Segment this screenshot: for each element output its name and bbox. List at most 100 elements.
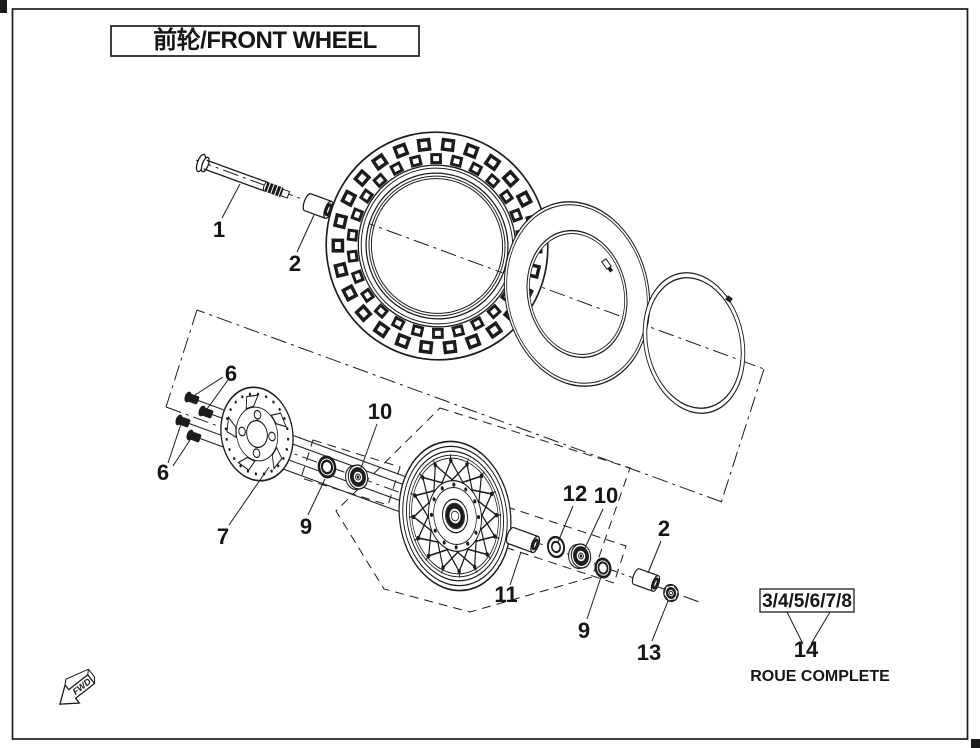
- valve-cap: [607, 266, 614, 273]
- hub-sleeve: [505, 526, 541, 554]
- tire-knob: [331, 238, 345, 253]
- disc-drill-hole: [225, 437, 228, 441]
- disc-inner-ring: [235, 406, 279, 462]
- fwd-arrow: [59, 673, 96, 705]
- tire-knob: [350, 269, 365, 285]
- callout-9-inner: 9: [300, 514, 312, 539]
- brake-disc: [220, 386, 294, 482]
- tire-knob: [408, 154, 423, 168]
- tire-knob: [346, 249, 359, 263]
- valve-stem: [601, 258, 612, 270]
- tire-knob: [430, 153, 443, 165]
- bolt: [198, 405, 214, 419]
- leader-line: [583, 508, 604, 551]
- disc-cutout: [270, 412, 288, 428]
- leader-line: [221, 183, 241, 219]
- tube-outer-edge: [503, 201, 651, 387]
- tire-knob: [346, 228, 359, 242]
- outline-inner-bearing-group: [300, 439, 401, 506]
- leader-line: [228, 466, 270, 526]
- disc-drill-hole: [248, 392, 252, 396]
- tire-bead: [365, 172, 509, 320]
- callout-10-inner: 10: [368, 399, 392, 424]
- hub-bore: [445, 503, 465, 529]
- spacer-front: [302, 193, 334, 219]
- tire-knob: [440, 137, 456, 153]
- disc-bolt-hole: [252, 448, 261, 459]
- axle-thread-lines: [266, 182, 283, 197]
- spacer-edge: [310, 193, 332, 202]
- disc-drill-hole: [264, 395, 268, 399]
- tire-knob: [358, 188, 375, 205]
- rim-line: [411, 457, 499, 575]
- disc-drill-hole: [283, 417, 286, 421]
- tire-knob: [359, 287, 376, 304]
- callout-2-rear: 2: [658, 516, 670, 541]
- tire-knob: [392, 142, 410, 160]
- disc-drill-hole: [241, 395, 244, 399]
- tire-knob: [498, 188, 515, 205]
- disc-bolt-hole: [238, 426, 246, 437]
- spoke-nipple: [433, 462, 438, 468]
- spoke-nipple: [493, 534, 497, 539]
- tube-body: [504, 201, 650, 387]
- spoke-nipple: [421, 475, 425, 480]
- callout-1: 1: [213, 217, 225, 242]
- tire-knob: [352, 168, 372, 188]
- leader-line: [586, 576, 602, 620]
- leader-line: [172, 436, 193, 467]
- tire-knob: [462, 142, 480, 160]
- disc-center-hole: [246, 419, 268, 449]
- tire-knob: [340, 283, 359, 303]
- tire-knob: [486, 303, 502, 320]
- hub-bore-center: [450, 510, 460, 522]
- callout-7: 7: [217, 524, 229, 549]
- disc-drill-hole: [239, 464, 242, 468]
- callout-2-front: 2: [289, 251, 301, 276]
- spoke-nipple: [479, 473, 484, 479]
- leader-line: [206, 379, 229, 410]
- hub-hole: [440, 486, 444, 491]
- leader-line: [167, 423, 182, 464]
- hub-hole: [464, 487, 468, 492]
- disc-drill-hole: [254, 472, 258, 476]
- tire-knob: [464, 332, 482, 350]
- tire-knob: [370, 152, 390, 172]
- tire-knob: [373, 303, 390, 320]
- tire-knob: [468, 161, 484, 177]
- tire-sidewall: [357, 164, 517, 328]
- tube-valve: [601, 258, 614, 273]
- disc-drill-hole: [229, 408, 232, 412]
- phantom-edge-right: [720, 368, 765, 504]
- leader-line: [296, 214, 315, 253]
- hub-boss-line: [445, 502, 465, 530]
- rim-band: [642, 272, 746, 414]
- front-axle: [195, 153, 291, 199]
- band-outer-edge: [642, 272, 746, 414]
- hub-hole: [433, 528, 437, 533]
- disc-drill-hole: [277, 464, 280, 468]
- centerline-upper: [195, 159, 765, 370]
- callout-14: 14: [794, 637, 819, 662]
- hub-hole: [474, 530, 478, 535]
- hub-hole: [452, 482, 456, 487]
- callout-numbers: 1 2 6 6 7 9 10 11 12 10 9 2 13: [157, 217, 670, 665]
- leader-line: [360, 423, 378, 469]
- disc-drill-hole: [234, 400, 237, 404]
- tire-knob: [515, 189, 534, 209]
- tire-knob: [333, 261, 349, 279]
- tire-bead-line: [370, 178, 504, 314]
- tire-knob: [469, 315, 485, 332]
- callout-10-outer: 10: [594, 483, 618, 508]
- hub-holes: [429, 482, 481, 550]
- disc-cutout: [271, 446, 283, 470]
- spacer-edge: [304, 210, 326, 219]
- hub-hole: [429, 512, 434, 517]
- assembly-note: 3/4/5/6/7/8 14 ROUE COMPLETE: [750, 588, 890, 685]
- tire-knob: [431, 327, 444, 339]
- tire-knob: [442, 339, 458, 355]
- tire-knob: [354, 303, 373, 323]
- callout-11: 11: [494, 582, 517, 607]
- tire-knob: [509, 207, 524, 223]
